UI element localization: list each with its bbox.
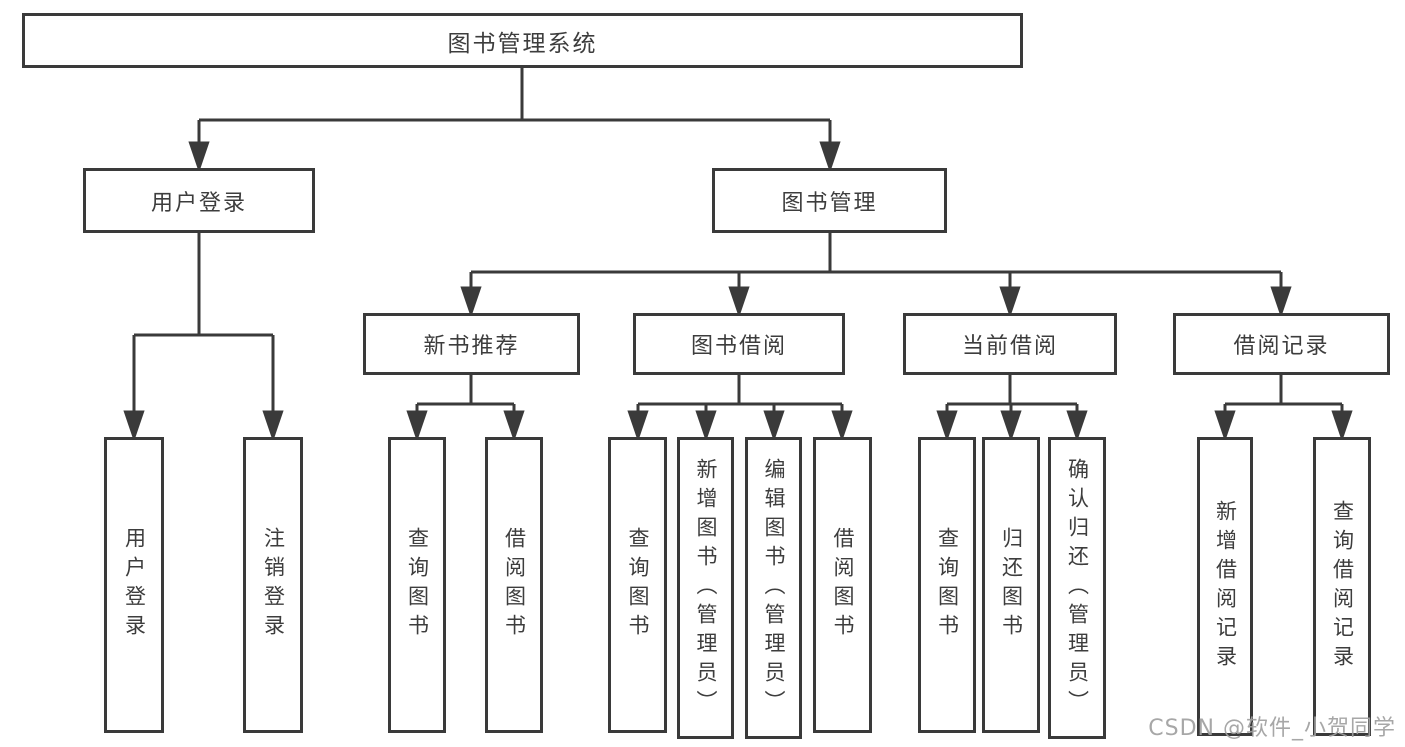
leaf-query-borrow-record: 查询借阅记录	[1313, 437, 1371, 736]
leaf-query-book-current-label: 查询图书	[935, 527, 960, 643]
leaf-logout: 注销登录	[243, 437, 303, 733]
leaf-add-book-admin: 新增图书（管理员）	[677, 437, 734, 739]
node-user-login: 用户登录	[83, 168, 315, 233]
node-book-management: 图书管理	[712, 168, 947, 233]
leaf-edit-book-admin-label: 编辑图书（管理员）	[762, 457, 786, 719]
leaf-return-book-label: 归还图书	[999, 527, 1024, 643]
leaf-borrow-book-borrow-label: 借阅图书	[831, 527, 855, 643]
leaf-user-login-label: 用户登录	[122, 527, 147, 643]
leaf-query-book-borrow-label: 查询图书	[626, 527, 650, 643]
leaf-add-borrow-record-label: 新增借阅记录	[1213, 499, 1238, 674]
node-borrow-records: 借阅记录	[1173, 313, 1390, 375]
leaf-borrow-book-borrow: 借阅图书	[813, 437, 872, 733]
leaf-query-book-recommend-label: 查询图书	[405, 527, 430, 643]
leaf-edit-book-admin: 编辑图书（管理员）	[745, 437, 802, 739]
leaf-add-book-admin-label: 新增图书（管理员）	[694, 457, 718, 719]
node-new-book-recommend: 新书推荐	[363, 313, 580, 375]
leaf-query-book-borrow: 查询图书	[608, 437, 667, 733]
node-book-borrow: 图书借阅	[633, 313, 845, 375]
watermark: CSDN @软件_小贺同学	[1148, 716, 1396, 741]
leaf-query-borrow-record-label: 查询借阅记录	[1330, 499, 1355, 674]
leaf-query-book-recommend: 查询图书	[388, 437, 446, 733]
leaf-confirm-return-admin: 确认归还（管理员）	[1048, 437, 1106, 739]
node-current-borrow: 当前借阅	[903, 313, 1117, 375]
leaf-logout-label: 注销登录	[261, 527, 286, 643]
leaf-borrow-book-recommend-label: 借阅图书	[502, 527, 527, 643]
leaf-return-book: 归还图书	[982, 437, 1040, 733]
node-root: 图书管理系统	[22, 13, 1023, 68]
leaf-borrow-book-recommend: 借阅图书	[485, 437, 543, 733]
leaf-query-book-current: 查询图书	[918, 437, 976, 733]
leaf-user-login: 用户登录	[104, 437, 164, 733]
leaf-confirm-return-admin-label: 确认归还（管理员）	[1065, 457, 1090, 719]
leaf-add-borrow-record: 新增借阅记录	[1197, 437, 1253, 736]
